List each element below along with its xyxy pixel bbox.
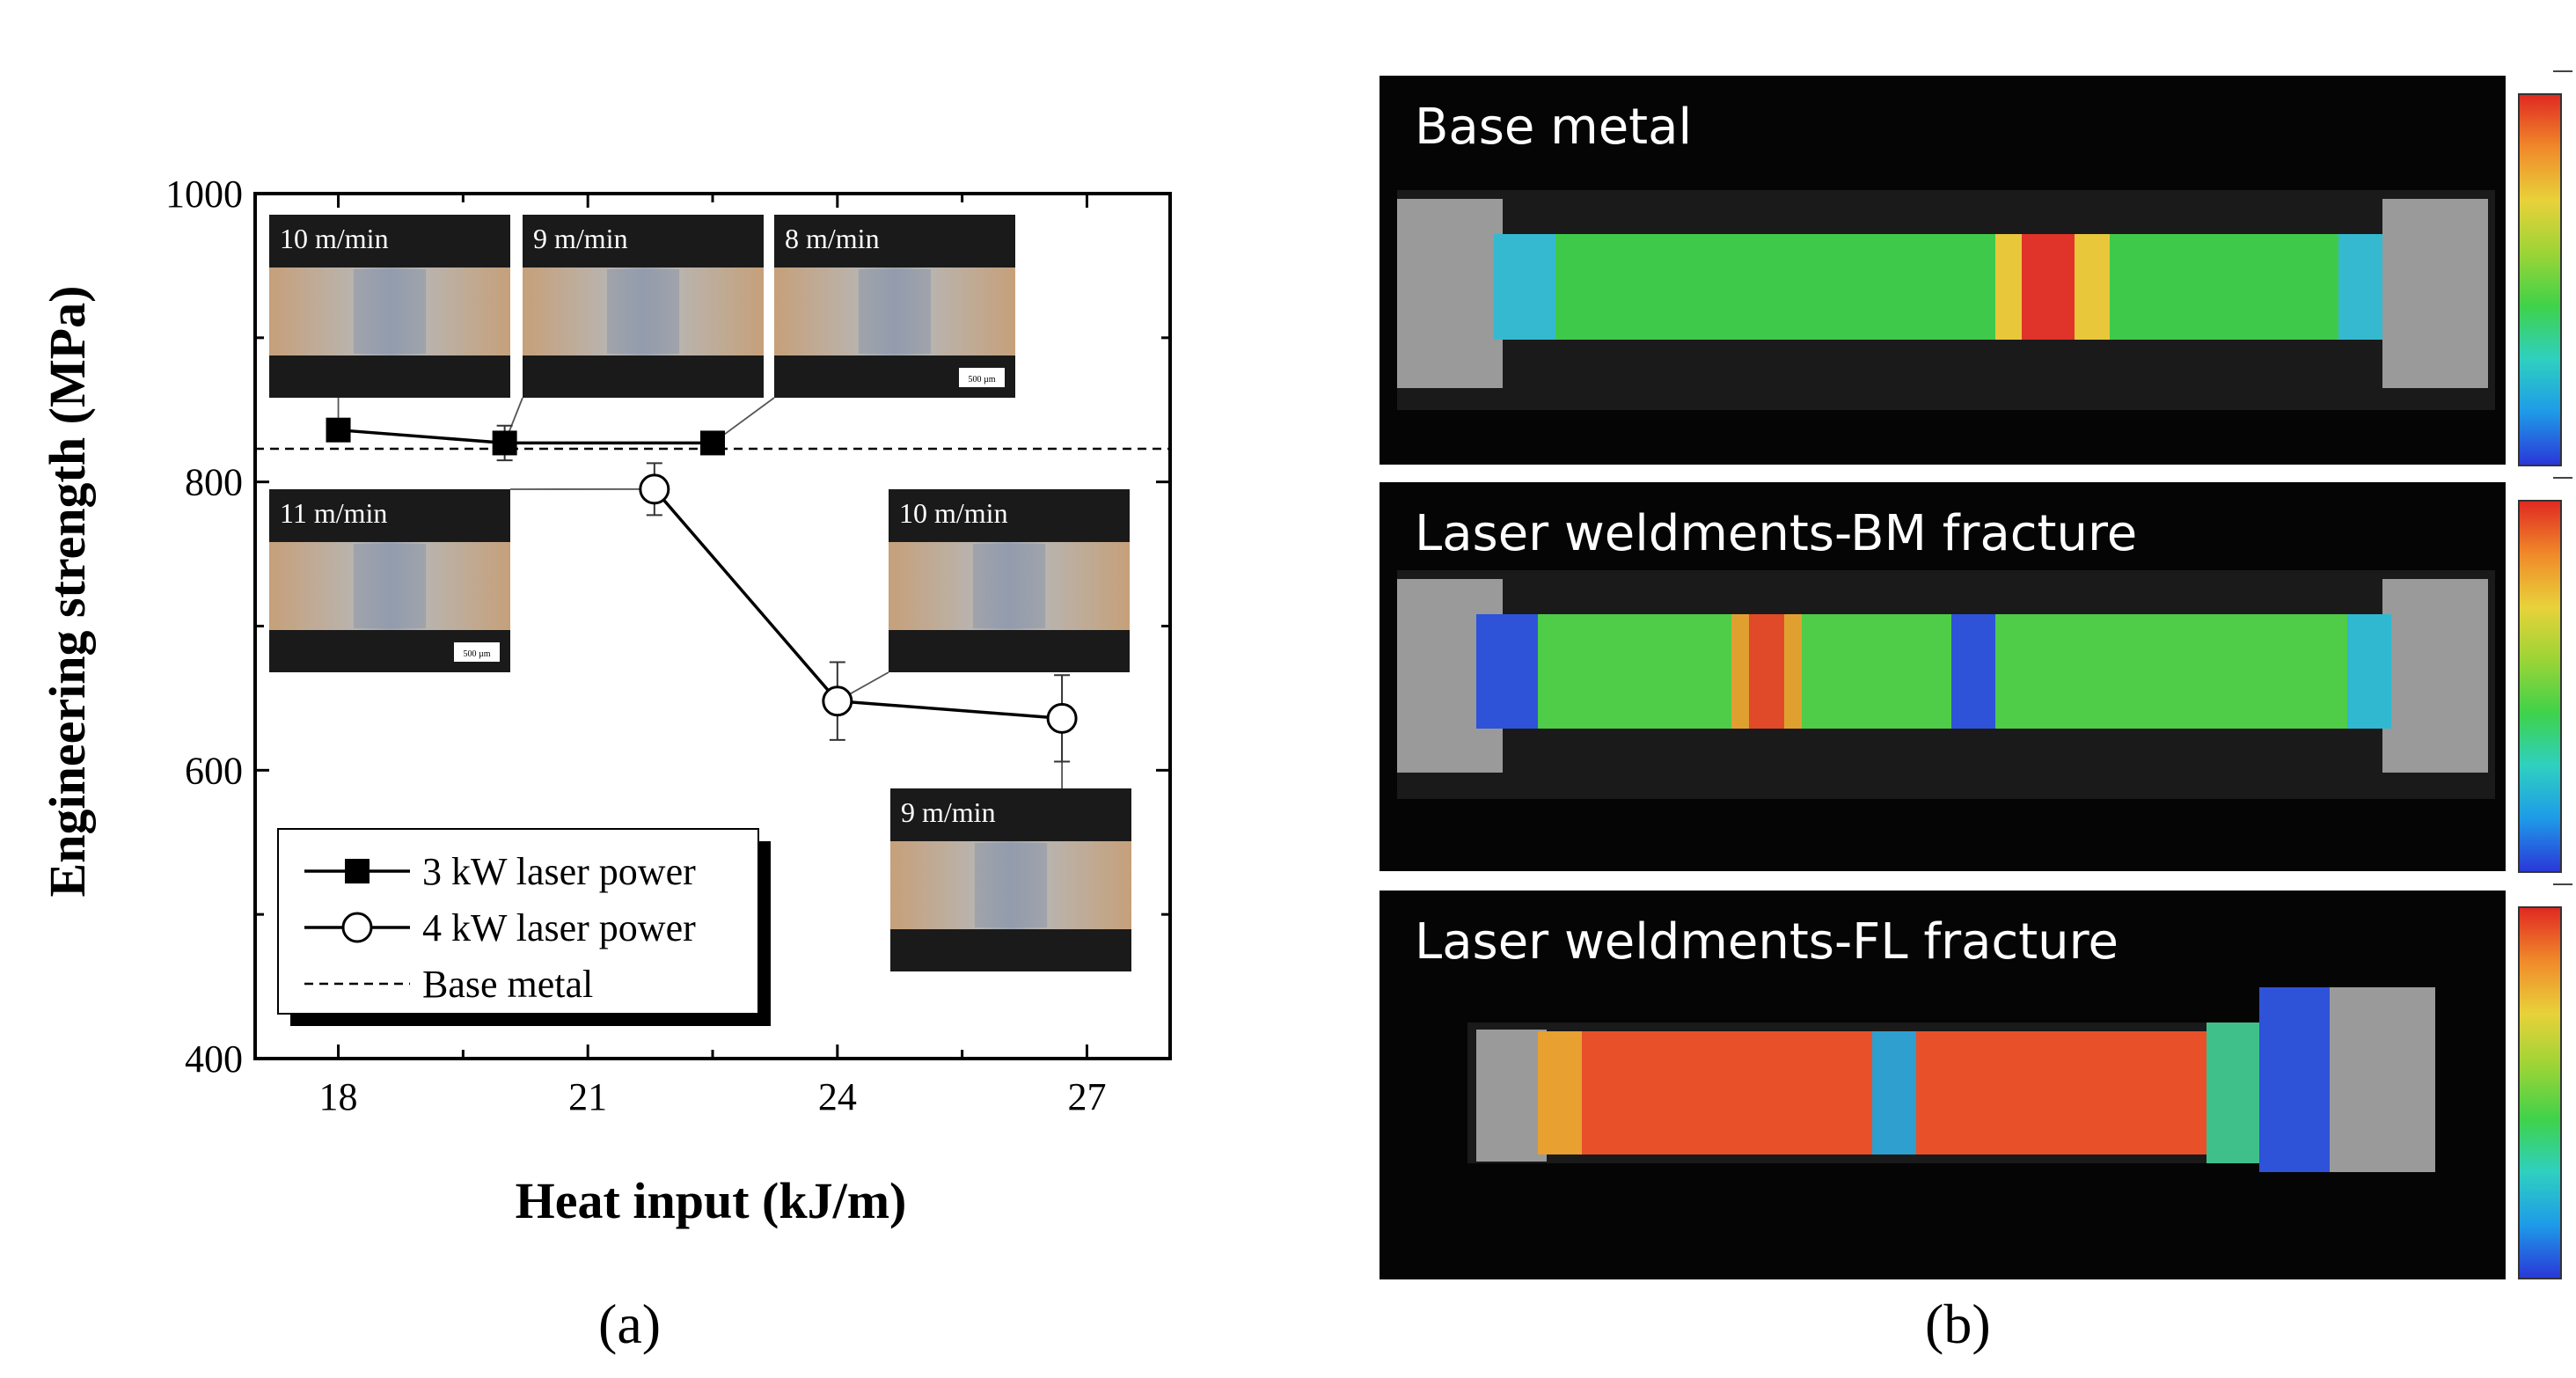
strength-chart: 400 600 800 1000 18 21 24 27 10 m/min 9 m/min 8 m… [39, 172, 1172, 1229]
dic-specimen-bm-fracture [1397, 570, 2495, 799]
x-tick-label: 27 [1067, 1075, 1106, 1118]
colorbar-2 [2518, 500, 2562, 873]
panel-label-a: (a) [598, 1293, 662, 1355]
inset-fusion-zone [353, 269, 427, 354]
inset-fusion-zone [858, 269, 932, 354]
inset-speed-label: 11 m/min [280, 497, 387, 529]
dic-title-fl-fracture: Laser weldments-FL fracture [1415, 913, 2119, 971]
data-point-3kw [492, 430, 517, 456]
inset-speed-label: 8 m/min [785, 223, 880, 254]
y-tick-label: 800 [185, 461, 243, 504]
inset-fusion-zone [606, 269, 680, 354]
inset-scale-box [959, 368, 1005, 387]
inset-fusion-zone [974, 843, 1048, 927]
colorbar-3 [2518, 906, 2562, 1279]
inset-speed-label: 10 m/min [280, 223, 389, 254]
x-tick-label: 18 [319, 1075, 358, 1118]
dic-title-base-metal: Base metal [1415, 99, 1692, 156]
data-point-4kw [822, 685, 853, 717]
micrograph-inset: 9 m/min [890, 788, 1131, 971]
y-axis-label: Engineering strength (MPa) [39, 286, 96, 898]
inset-speed-label: 9 m/min [533, 223, 628, 254]
dic-title-bm-fracture: Laser weldments-BM fracture [1415, 505, 2138, 562]
data-point-4kw [639, 473, 670, 505]
micrograph-inset: 10 m/min [889, 489, 1130, 672]
inset-scale-label: 500 µm [463, 649, 490, 659]
inset-scale-box [454, 642, 500, 662]
colorbar-cap-1 [2553, 70, 2572, 88]
dic-image-base-metal: Base metal [1379, 76, 2506, 465]
legend-entry-label: 3 kW laser power [422, 850, 696, 893]
x-tick-label: 21 [568, 1075, 607, 1118]
y-tick-label: 600 [185, 749, 243, 792]
data-point-4kw [1046, 702, 1078, 734]
inset-speed-label: 9 m/min [901, 796, 996, 828]
strain-band-fl-fracture [1538, 1031, 2330, 1154]
legend-swatch-3kw [345, 859, 370, 883]
inset-speed-label: 10 m/min [899, 497, 1008, 529]
x-tick-label: 24 [818, 1075, 857, 1118]
colorbar-1 [2518, 93, 2562, 466]
legend-entry-label: 4 kW laser power [422, 906, 696, 949]
strain-band-bm-fracture [1476, 614, 2391, 729]
dic-specimen-fl-fracture [1467, 987, 2435, 1172]
inset-fusion-zone [972, 544, 1046, 628]
data-point-3kw [700, 430, 725, 456]
y-tick-label: 400 [185, 1037, 243, 1081]
inset-fusion-zone [353, 544, 427, 628]
data-point-3kw [326, 417, 351, 443]
micrograph-inset: 8 m/min 500 µm [774, 215, 1015, 398]
micrograph-inset: 10 m/min [269, 215, 510, 398]
x-axis-label: Heat input (kJ/m) [516, 1172, 907, 1229]
series-line-1 [338, 428, 713, 445]
dic-image-bm-fracture: Laser weldments-BM fracture [1379, 482, 2506, 871]
colorbar-cap-2 [2553, 477, 2572, 495]
micrograph-inset: 9 m/min [523, 215, 764, 398]
legend-swatch-4kw [341, 912, 373, 943]
colorbar-cap-3 [2553, 883, 2572, 901]
micrograph-inset: 11 m/min 500 µm [269, 489, 510, 672]
panel-label-b: (b) [1925, 1293, 1991, 1355]
dic-specimen-base-metal [1397, 190, 2495, 410]
strain-band-base-metal [1494, 234, 2382, 340]
inset-scale-label: 500 µm [968, 375, 995, 385]
y-tick-label: 1000 [165, 172, 243, 216]
legend-entry-label: Base metal [422, 963, 593, 1006]
dic-image-fl-fracture: Laser weldments-FL fracture [1379, 891, 2506, 1279]
